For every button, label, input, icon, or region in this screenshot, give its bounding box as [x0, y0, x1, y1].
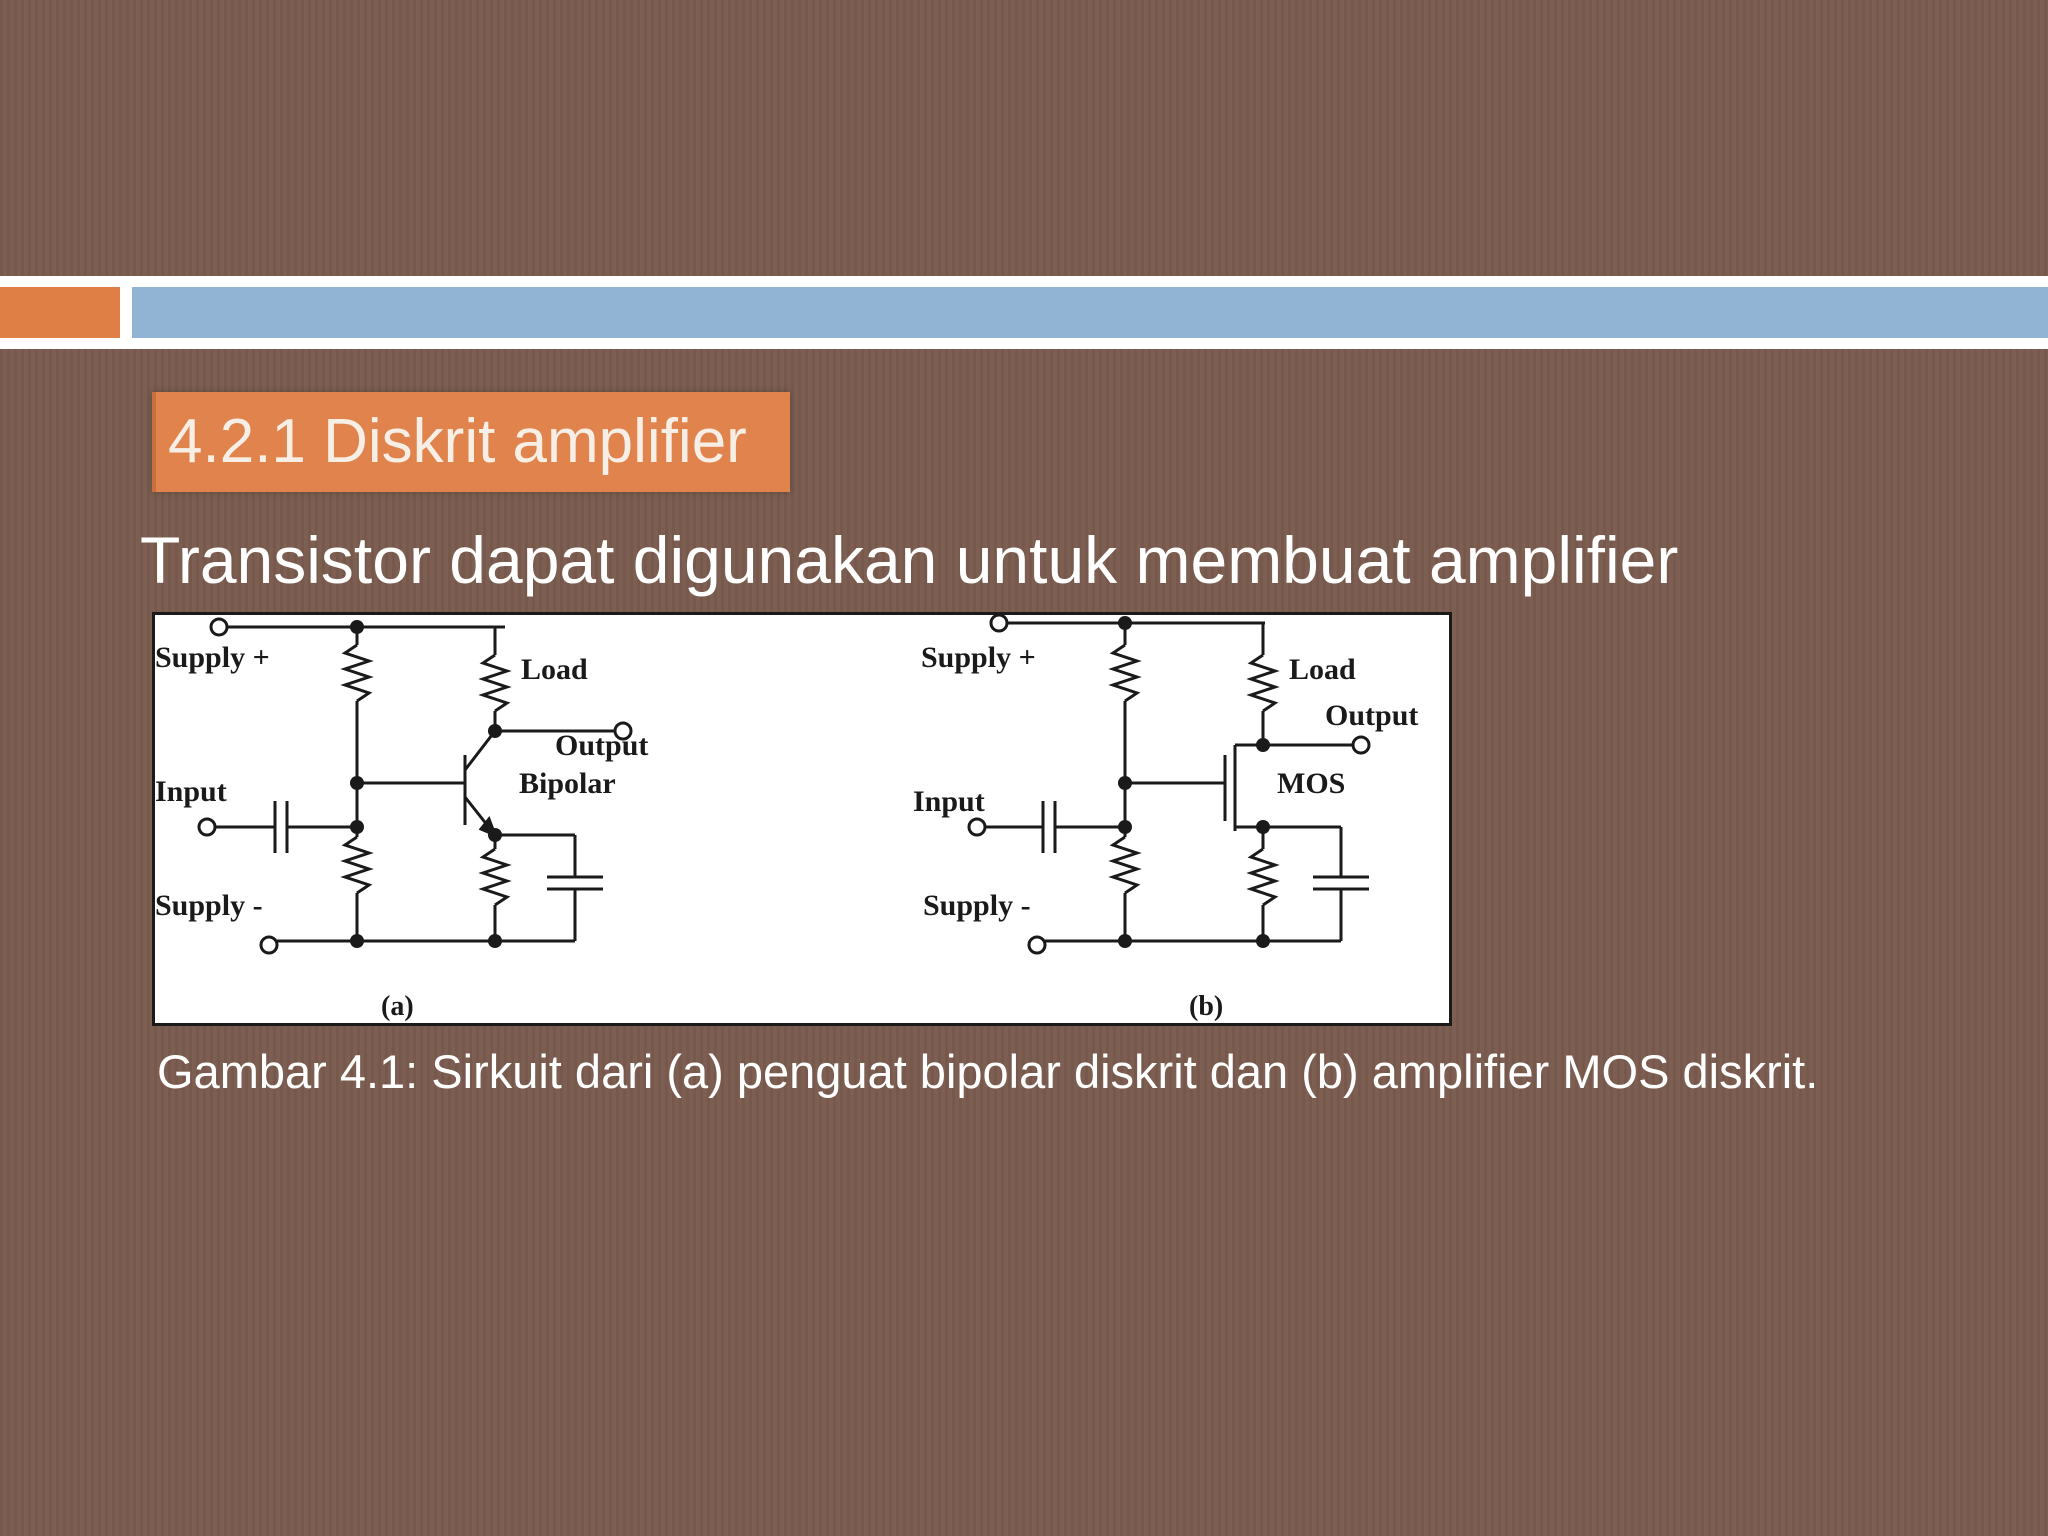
label-supply-minus-b: Supply - — [923, 889, 1031, 922]
label-input-b: Input — [913, 785, 985, 818]
section-title-box — [152, 392, 790, 492]
label-panel-a: (a) — [381, 991, 414, 1022]
terminal-input-b — [967, 817, 987, 837]
section-title: 4.2.1 Diskrit amplifier — [168, 407, 747, 476]
terminal-supply-plus-b — [989, 615, 1009, 633]
terminal-input-a — [197, 817, 217, 837]
circuit-diagram: Supply + Load Output Bipolar Input Suppl… — [155, 615, 1418, 1022]
header-accent-orange — [0, 287, 120, 338]
intro-text: Transistor dapat digunakan untuk membuat… — [140, 523, 1679, 597]
terminal-supply-plus-a — [209, 617, 229, 637]
header-accent-blue — [132, 287, 2048, 338]
figure-caption: Gambar 4.1: Sirkuit dari (a) penguat bip… — [157, 1045, 1819, 1098]
circuit-b — [967, 615, 1371, 955]
label-load-a: Load — [521, 653, 588, 686]
terminal-output-a — [613, 721, 633, 741]
label-panel-b: (b) — [1189, 991, 1223, 1022]
label-output-a: Output — [555, 729, 648, 762]
circuit-a — [197, 617, 633, 955]
label-supply-minus-a: Supply - — [155, 889, 263, 922]
label-load-b: Load — [1289, 653, 1356, 686]
label-input-a: Input — [155, 775, 227, 808]
terminal-output-b — [1351, 735, 1371, 755]
label-supply-plus-b: Supply + — [921, 641, 1036, 674]
label-supply-plus-a: Supply + — [155, 641, 270, 674]
circuit-figure: Supply + Load Output Bipolar Input Suppl… — [152, 612, 1452, 1026]
terminal-supply-minus-b — [1027, 935, 1047, 955]
label-device-a: Bipolar — [519, 767, 616, 800]
label-device-b: MOS — [1277, 767, 1345, 800]
label-output-b: Output — [1325, 699, 1418, 732]
terminal-supply-minus-a — [259, 935, 279, 955]
